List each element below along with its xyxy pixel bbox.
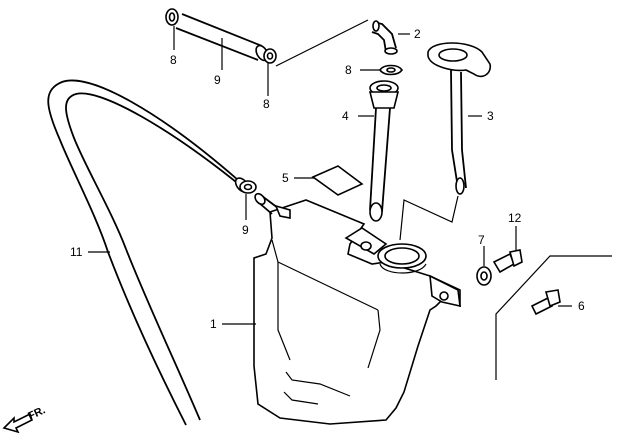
part-gasket	[311, 165, 364, 196]
callout-9: 9	[242, 223, 249, 237]
front-direction-indicator: FR.	[2, 404, 47, 434]
leader-cap-to-tank	[399, 195, 459, 241]
part-clip-lower	[239, 180, 257, 194]
callout-10: 11	[70, 245, 83, 259]
callout-12: 12	[508, 211, 522, 225]
part-clip-middle	[379, 64, 403, 76]
part-reservoir-tank	[253, 192, 461, 425]
callout-11: 9	[214, 73, 221, 87]
leader-lines	[88, 26, 572, 325]
direction-label: FR.	[26, 404, 47, 422]
callout-8-hose-right: 8	[263, 97, 270, 111]
part-bolt	[492, 249, 523, 274]
part-tank-cap	[427, 42, 492, 195]
arrow-icon	[2, 412, 33, 434]
part-upper-hose	[165, 8, 277, 64]
callout-labels: 8 9 8 2 8 4 3 5 9 11 1 7 12 6	[70, 27, 585, 331]
part-collar	[476, 266, 492, 286]
callout-7: 7	[478, 233, 485, 247]
callout-2: 2	[414, 27, 421, 41]
part-screw	[530, 289, 561, 316]
callout-5: 5	[282, 171, 289, 185]
panel-outline	[495, 255, 612, 380]
part-elbow	[371, 20, 398, 55]
part-filler-neck	[368, 80, 400, 222]
callout-4: 4	[342, 109, 349, 123]
callout-3: 3	[487, 109, 494, 123]
leader-hose-to-elbow	[275, 19, 369, 67]
callout-8-middle: 8	[345, 63, 352, 77]
callout-6: 6	[578, 299, 585, 313]
callout-8-hose-left: 8	[170, 53, 177, 67]
callout-1: 1	[210, 317, 217, 331]
